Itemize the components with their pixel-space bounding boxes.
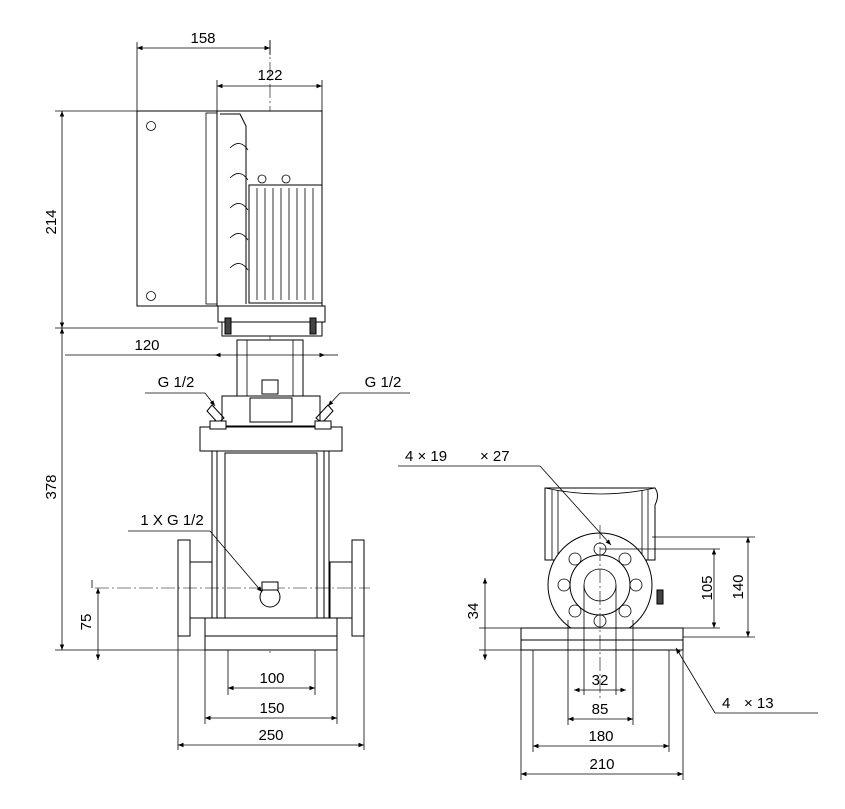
side-base (520, 639, 684, 651)
terminal-box-screw-bottom (146, 291, 156, 301)
dim-140: 140 (730, 574, 747, 599)
dim-32: 32 (592, 672, 609, 689)
terminal-box-screw-top (146, 121, 156, 131)
motor-fin-block (248, 184, 323, 304)
dim-75: 75 (78, 614, 95, 631)
pump-base (204, 635, 338, 651)
coupling (261, 379, 279, 395)
pump-base-top (204, 617, 338, 637)
pump-top-plate (199, 426, 343, 452)
adapter-bolt-left (224, 317, 232, 335)
top-plate-bolt-right (314, 420, 332, 430)
adapter-bolt-right (309, 317, 317, 335)
motor-adapter-lower (221, 321, 323, 337)
motor-fins (256, 188, 314, 300)
dim-100: 100 (259, 670, 284, 687)
vent-plug-left (206, 404, 225, 424)
label-drain: 1 X G 1/2 (140, 512, 203, 529)
flange-left-neck (189, 561, 213, 619)
label-base-holes-b: × 13 (744, 695, 774, 712)
side-plug (656, 589, 664, 605)
dim-85: 85 (592, 701, 609, 718)
front-dimensions: 158 122 214 120 G 1/2 G 1/2 378 1 X G 1/… (43, 30, 410, 750)
label-flange-holes-b: × 27 (480, 448, 510, 465)
top-plate-bolt-left (209, 420, 227, 430)
dim-122: 122 (257, 67, 282, 84)
side-flange-bolt-holes (557, 542, 643, 628)
label-base-holes: 4 (722, 695, 730, 712)
dim-210: 210 (589, 756, 614, 773)
dim-214: 214 (43, 209, 60, 234)
lifting-eye-right (281, 174, 291, 184)
terminal-box (136, 110, 218, 307)
side-dimensions: 4 × 19 × 27 34 105 140 32 85 180 (398, 448, 818, 780)
lifting-eye-left (257, 174, 267, 184)
dim-150: 150 (259, 700, 284, 717)
dim-105: 105 (699, 575, 716, 600)
flange-right-neck (329, 561, 353, 619)
cooling-ribs (229, 143, 249, 271)
dim-120: 120 (134, 337, 159, 354)
dim-378: 378 (43, 474, 60, 499)
front-view (95, 40, 370, 655)
label-g12-right: G 1/2 (365, 374, 402, 391)
dim-34: 34 (465, 603, 482, 620)
motor-adapter (217, 305, 326, 323)
drain-plug-head (261, 581, 279, 591)
side-view (520, 487, 684, 700)
pump-head-inner (249, 397, 293, 423)
label-flange-holes: 4 × 19 (405, 448, 447, 465)
dim-158: 158 (190, 30, 215, 47)
motor-housing-edge (220, 113, 247, 304)
label-g12-left: G 1/2 (158, 374, 195, 391)
dim-250: 250 (258, 727, 283, 744)
side-sleeve-break (544, 487, 656, 495)
dim-180: 180 (588, 728, 613, 745)
side-base-top (520, 627, 684, 641)
